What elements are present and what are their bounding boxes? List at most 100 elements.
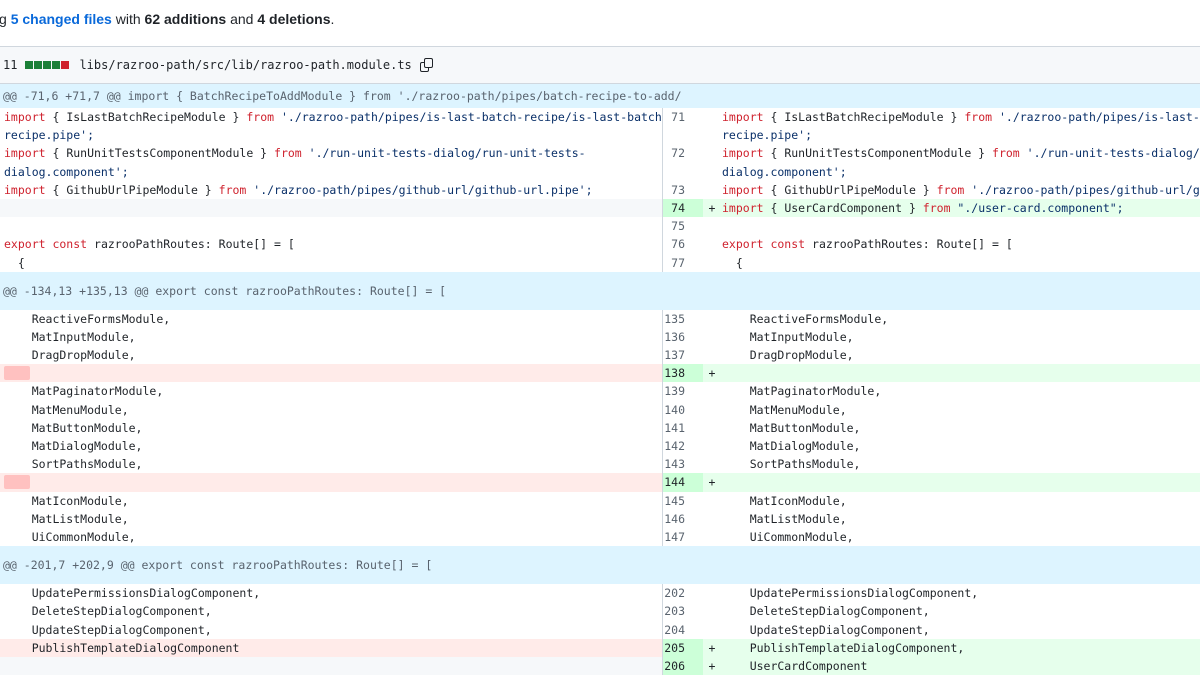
import-keyword: import <box>722 200 764 215</box>
line-number[interactable]: 146 <box>664 511 685 526</box>
code-text: DragDropModule, <box>4 348 136 363</box>
deleted-whitespace-mark <box>4 366 30 381</box>
deleted-whitespace-mark <box>4 475 30 490</box>
import-keyword: import <box>722 110 764 124</box>
line-number[interactable]: 204 <box>664 622 685 637</box>
diffstat-bars <box>25 61 70 69</box>
code-string: './run-unit-tests-dialog/ru <box>1019 146 1200 161</box>
code-text: MatMenuModule, <box>722 402 847 417</box>
added-marker: + <box>708 200 716 215</box>
code-text: UiCommonModule, <box>4 529 136 544</box>
line-number[interactable]: 137 <box>664 348 685 363</box>
code-text: { GithubUrlPipeModule } <box>763 182 937 197</box>
code-string: dialog.component'; <box>722 164 847 179</box>
code-text: MatInputModule, <box>722 329 854 344</box>
line-number[interactable]: 202 <box>664 586 685 601</box>
import-keyword: import <box>4 182 46 197</box>
diff-row: MatListModule, 146 MatListModule, <box>0 509 1200 528</box>
added-marker: + <box>708 366 716 381</box>
diffstat-bar <box>43 61 52 69</box>
from-keyword: from <box>922 200 951 215</box>
from-keyword: from <box>936 182 965 197</box>
code-text: MatIconModule, <box>4 493 129 508</box>
line-number[interactable]: 143 <box>664 457 685 472</box>
line-number[interactable]: 71 <box>671 110 685 124</box>
file-change-count: 11 <box>3 58 18 72</box>
code-text: SortPathsModule, <box>722 457 861 472</box>
import-keyword: import <box>722 182 764 197</box>
code-string: './razroo-path/pipes/is-last-batch-recip… <box>274 110 662 124</box>
code-text: UpdateStepDialogComponent, <box>722 622 930 637</box>
code-text: ReactiveFormsModule, <box>4 311 171 326</box>
from-keyword: from <box>964 110 993 124</box>
diff-row: import { IsLastBatchRecipeModule } from … <box>0 108 1200 127</box>
added-marker: + <box>708 475 716 490</box>
file-path: libs/razroo-path/src/lib/razroo-path.mod… <box>79 58 412 72</box>
line-number[interactable]: 140 <box>664 402 685 417</box>
from-keyword: from <box>992 146 1020 161</box>
code-string: recipe.pipe'; <box>4 128 95 143</box>
line-number[interactable]: 73 <box>671 182 685 197</box>
line-number[interactable]: 144 <box>664 475 685 490</box>
code-text: { <box>722 255 743 270</box>
diff-row-added: 74+import { UserCardComponent } from "./… <box>0 198 1200 218</box>
file-header[interactable]: 11 libs/razroo-path/src/lib/razroo-path.… <box>0 46 1200 84</box>
diff-row-modified: PublishTemplateDialogComponent 205+ Publ… <box>0 638 1200 657</box>
line-number[interactable]: 145 <box>664 493 685 508</box>
code-text: MatPaginatorModule, <box>4 384 164 399</box>
code-text: razrooPathRoutes: Route[] = [ <box>805 237 1013 252</box>
code-text: MatDialogModule, <box>722 439 861 453</box>
diff-row: SortPathsModule, 143 SortPathsModule, <box>0 455 1200 474</box>
line-number[interactable]: 203 <box>664 604 685 619</box>
diff-row: export const razrooPathRoutes: Route[] =… <box>0 235 1200 254</box>
diff-row: MatIconModule, 145 MatIconModule, <box>0 491 1200 510</box>
changed-files-link[interactable]: 5 changed files <box>10 11 112 27</box>
diff-row: DeleteStepDialogComponent, 203 DeleteSte… <box>0 602 1200 621</box>
hunk-header[interactable]: @@ -201,7 +202,9 @@ export const razrooP… <box>0 546 1200 585</box>
code-text: MatButtonModule, <box>722 420 861 435</box>
added-marker: + <box>708 640 716 655</box>
additions-count: 62 additions <box>144 11 227 27</box>
line-number[interactable]: 74 <box>671 200 685 215</box>
code-text: { IsLastBatchRecipeModule } <box>763 110 965 124</box>
line-number[interactable]: 75 <box>671 219 685 234</box>
code-text: MatInputModule, <box>4 329 136 344</box>
code-text: UserCardComponent <box>722 658 868 673</box>
code-text: { RunUnitTestsComponentModule } <box>45 146 275 161</box>
hunk-header[interactable]: @@ -71,6 +71,7 @@ import { BatchRecipeTo… <box>0 84 1200 108</box>
line-number[interactable]: 135 <box>664 311 685 326</box>
code-text: DeleteStepDialogComponent, <box>722 604 930 619</box>
summary-and: and <box>226 11 258 27</box>
diff-summary: g 5 changed files with 62 additions and … <box>0 0 1200 46</box>
code-string: recipe.pipe'; <box>722 128 813 143</box>
diff-row-wrap: dialog.component'; dialog.component'; <box>0 162 1200 181</box>
code-text: UpdatePermissionsDialogComponent, <box>4 586 261 601</box>
line-number[interactable]: 147 <box>664 529 685 544</box>
import-keyword: import <box>4 146 46 161</box>
code-text: SortPathsModule, <box>4 457 143 472</box>
code-text: MatMenuModule, <box>4 402 129 417</box>
line-number[interactable]: 136 <box>664 329 685 344</box>
export-keyword: export const <box>4 237 88 252</box>
code-text: { <box>4 255 25 270</box>
code-text: DragDropModule, <box>722 348 854 363</box>
line-number[interactable]: 76 <box>671 237 685 252</box>
diff-row: UpdateStepDialogComponent, 204 UpdateSte… <box>0 620 1200 639</box>
line-number[interactable]: 139 <box>664 384 685 399</box>
line-number[interactable]: 142 <box>664 439 685 453</box>
line-number[interactable]: 141 <box>664 420 685 435</box>
code-text: razrooPathRoutes: Route[] = [ <box>87 237 295 252</box>
line-number[interactable]: 77 <box>671 255 685 270</box>
diff-row: ReactiveFormsModule, 135 ReactiveFormsMo… <box>0 309 1200 328</box>
code-text: PublishTemplateDialogComponent <box>4 640 240 655</box>
hunk-header[interactable]: @@ -134,13 +135,13 @@ export const razro… <box>0 271 1200 310</box>
line-number[interactable]: 72 <box>671 146 685 161</box>
code-text: ReactiveFormsModule, <box>722 311 889 326</box>
copy-icon[interactable] <box>419 58 434 72</box>
diffstat-bar <box>34 61 43 69</box>
diff-row: UpdatePermissionsDialogComponent, 202 Up… <box>0 584 1200 603</box>
line-number[interactable]: 206 <box>664 658 685 673</box>
line-number[interactable]: 205 <box>664 640 685 655</box>
line-number[interactable]: 138 <box>664 366 685 381</box>
summary-end: . <box>330 11 335 27</box>
